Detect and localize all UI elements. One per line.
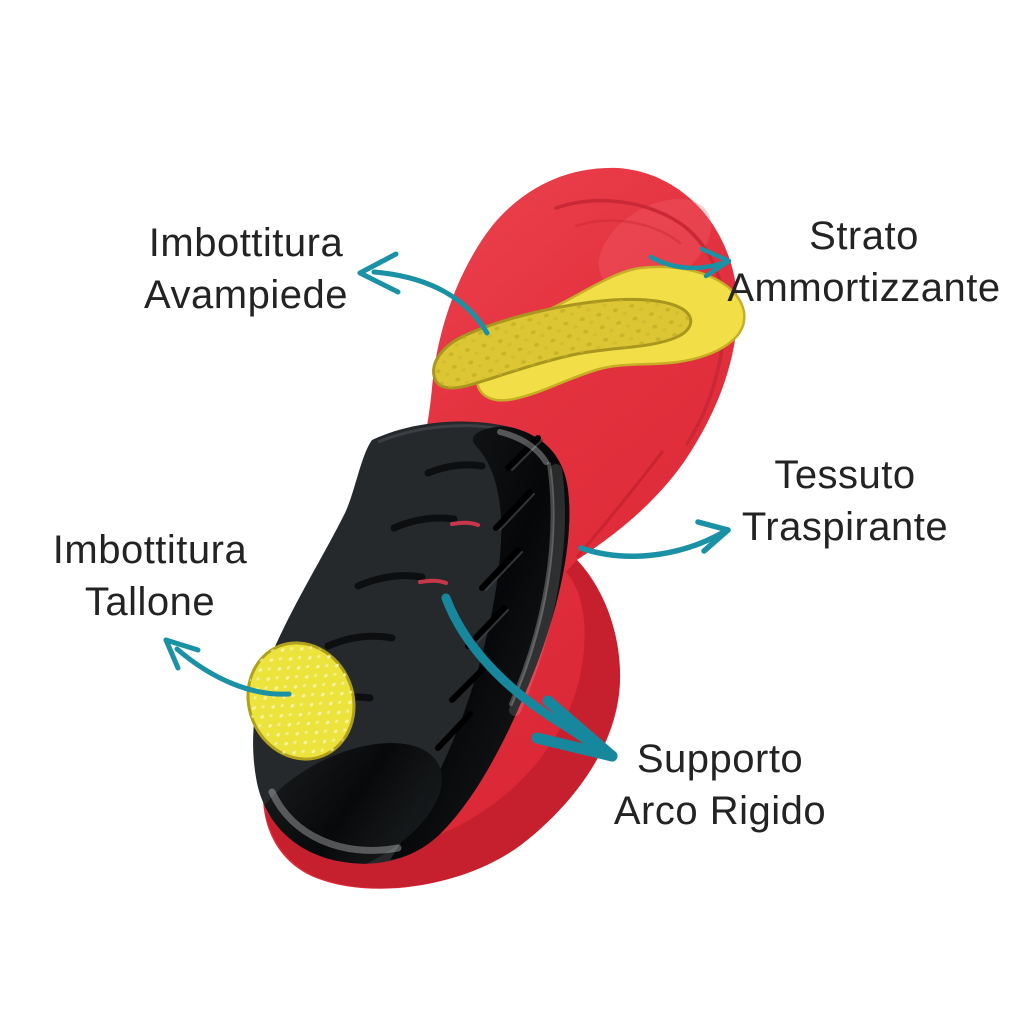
label-rigid-arch-support-line1: Supporto (636, 737, 804, 781)
label-breathable-fabric-line2: Traspirante (741, 505, 949, 549)
heel-pad (246, 641, 356, 761)
label-cushioning-layer-line2: Ammortizzante (727, 266, 1001, 310)
label-forefoot-padding-line1: Imbottitura (148, 221, 344, 265)
label-breathable-fabric-line1: Tessuto (774, 453, 916, 497)
breathable-arrow-icon (578, 519, 731, 559)
label-breathable-fabric: Tessuto Traspirante (665, 449, 1024, 553)
heel-arrow-icon (163, 637, 292, 697)
label-forefoot-padding-line2: Avampiede (144, 273, 348, 317)
label-heel-padding: Imbottitura Tallone (0, 524, 330, 628)
label-cushioning-layer: Strato Ammortizzante (684, 210, 1024, 314)
label-rigid-arch-support: Supporto Arco Rigido (540, 733, 900, 837)
insole-heel-rim (265, 560, 621, 889)
label-cushioning-layer-line1: Strato (809, 214, 919, 258)
forefoot-arrow-icon (357, 251, 490, 336)
label-heel-padding-line1: Imbottitura (52, 528, 248, 572)
arch-support-glossy (390, 426, 570, 860)
arch-arrow-icon (441, 593, 618, 762)
cushioning-arrow-icon (648, 246, 732, 279)
label-heel-padding-line2: Tallone (84, 580, 216, 624)
label-rigid-arch-support-line2: Arco Rigido (613, 789, 827, 833)
label-forefoot-padding: Imbottitura Avampiede (66, 217, 426, 321)
forefoot-pad (432, 265, 746, 402)
